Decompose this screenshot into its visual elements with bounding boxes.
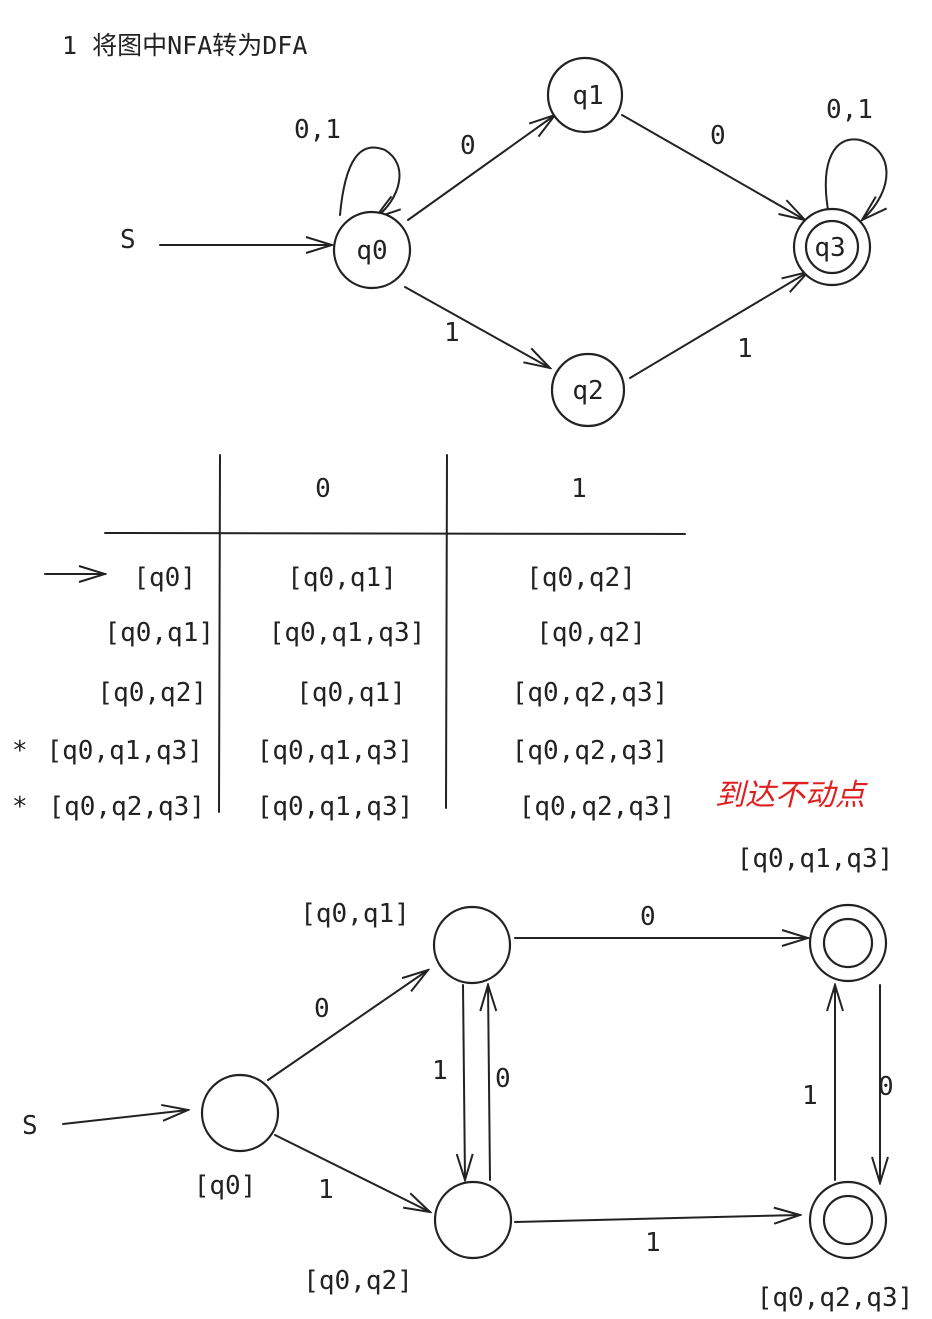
dfa-state-q0q1q3-accept-ring [822, 917, 874, 969]
nfa-label-q1-q3: 0 [710, 121, 726, 151]
nfa-label-q0-q1: 0 [460, 131, 476, 161]
dfa-label-d-e: 0 [878, 1072, 894, 1102]
table-row: * [q0,q2,q3] [q0,q1,q3] [q0,q2,q3] [12, 792, 675, 822]
dfa-diagram: S 0 1 0 1 0 1 0 1 [q0] [q0,q1] [q0,q2] [… [22, 844, 913, 1313]
row-state: [q0,q1] [104, 618, 214, 648]
table-divider [218, 454, 221, 813]
dfa-edge-c-b [488, 985, 490, 1181]
row-on1: [q0,q2] [526, 563, 636, 593]
dfa-state-q0q2q3-accept-ring [822, 1194, 874, 1246]
row-on1: [q0,q2,q3] [519, 792, 676, 822]
nfa-state-q0-label: q0 [356, 236, 387, 266]
table-row: [q0,q1] [q0,q1,q3] [q0,q2] [104, 618, 645, 648]
dfa-state-q0q2 [433, 1180, 513, 1260]
nfa-q3-loop [824, 138, 888, 220]
row-on0: [q0,q1,q3] [269, 618, 426, 648]
fixed-point-note: 到达不动点 [715, 778, 868, 813]
nfa-state-q0 [332, 210, 412, 290]
dfa-start-label: S [22, 1111, 38, 1141]
dfa-label-b-d: 0 [640, 902, 656, 932]
row-on1: [q0,q2,q3] [512, 678, 669, 708]
dfa-state-q0q1 [432, 905, 512, 985]
nfa-edge-q1-q3 [621, 114, 805, 220]
dfa-state-q0q1-label: [q0,q1] [300, 899, 410, 929]
nfa-start-label: S [120, 225, 136, 255]
nfa-state-q2 [550, 352, 626, 428]
table-row: * [q0,q1,q3] [q0,q1,q3] [q0,q2,q3] [12, 736, 668, 766]
dfa-edge-a-c [274, 1134, 430, 1212]
nfa-state-q1 [546, 56, 624, 134]
problem-title: 1 将图中NFA转为DFA [62, 31, 307, 60]
dfa-label-a-b: 0 [314, 994, 330, 1024]
table-header-line [104, 532, 686, 535]
table-divider [445, 454, 448, 809]
nfa-diagram: S 0,1 0 1 0 1 0,1 q0 q1 q2 q3 [120, 56, 888, 428]
nfa-label-q0-q2: 1 [444, 318, 460, 348]
dfa-label-a-c: 1 [318, 1175, 334, 1205]
dfa-label-b-c: 1 [432, 1056, 448, 1086]
dfa-edge-b-c [463, 984, 465, 1180]
row-state: [q0,q2,q3] [48, 792, 205, 822]
dfa-state-q0-label: [q0] [194, 1171, 257, 1201]
dfa-state-q0q2-label: [q0,q2] [303, 1266, 413, 1296]
accepting-marker: * [12, 736, 28, 766]
row-on0: [q0,q1] [287, 563, 397, 593]
dfa-state-q0q2q3-label: [q0,q2,q3] [757, 1283, 914, 1313]
accepting-marker: * [12, 792, 28, 822]
dfa-label-c-b: 0 [495, 1064, 511, 1094]
dfa-label-e-d: 1 [802, 1081, 818, 1111]
row-on1: [q0,q2] [536, 618, 646, 648]
row-on0: [q0,q1,q3] [257, 792, 414, 822]
nfa-state-q2-label: q2 [572, 376, 603, 406]
header-1: 1 [571, 474, 587, 504]
row-on1: [q0,q2,q3] [512, 736, 669, 766]
nfa-edge-q0-q1 [407, 115, 555, 221]
nfa-q0-loop [339, 146, 399, 218]
row-state: [q0,q2] [97, 678, 207, 708]
table-row: [q0] [q0,q1] [q0,q2] [133, 563, 635, 593]
row-on0: [q0,q1,q3] [257, 736, 414, 766]
dfa-state-q0q1q3-label: [q0,q1,q3] [737, 844, 894, 874]
nfa-q0-loop-label: 0,1 [294, 115, 341, 145]
row-on0: [q0,q1] [296, 678, 406, 708]
nfa-edge-q0-q2 [404, 286, 550, 368]
nfa-state-q3-accept-ring [804, 219, 860, 275]
dfa-state-q0 [200, 1073, 280, 1153]
dfa-start-arrow [62, 1110, 188, 1125]
nfa-edge-q2-q3 [629, 272, 808, 379]
header-0: 0 [315, 474, 331, 504]
row-state: [q0] [133, 563, 196, 593]
dfa-label-c-e: 1 [645, 1228, 661, 1258]
nfa-label-q2-q3: 1 [737, 334, 753, 364]
nfa-state-q1-label: q1 [572, 81, 603, 111]
nfa-q3-loop-label: 0,1 [826, 95, 873, 125]
row-state: [q0,q1,q3] [46, 736, 203, 766]
nfa-state-q3-label: q3 [814, 233, 845, 263]
table-row: [q0,q2] [q0,q1] [q0,q2,q3] [97, 678, 668, 708]
transition-table: 0 1 [q0] [q0,q1] [q0,q2] [q0,q1] [q0,q1,… [12, 454, 868, 822]
dfa-edge-a-b [267, 970, 428, 1081]
dfa-edge-c-e [514, 1215, 800, 1222]
